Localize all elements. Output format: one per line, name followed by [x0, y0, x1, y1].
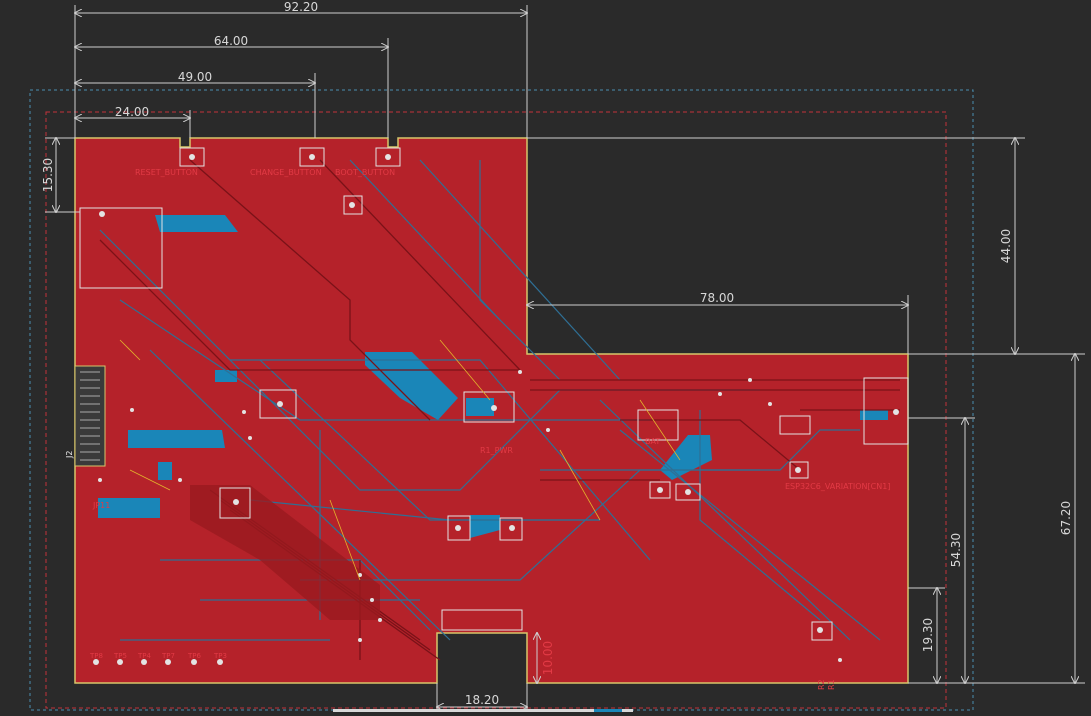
tp-5: TP3	[213, 652, 227, 660]
dim-width-18: 18.20	[465, 693, 499, 707]
dim-height-15: 15.30	[41, 158, 55, 192]
label-usb-connector: J2	[65, 451, 74, 459]
bottom-copper-zones	[98, 215, 888, 538]
tp-0: TP8	[89, 652, 103, 660]
test-point-labels: TP8 TP5 TP4 TP7 TP6 TP3	[89, 652, 227, 660]
ratsnest-lines	[119, 339, 681, 581]
tp-2: TP4	[137, 652, 151, 660]
dim-height-44: 44.00	[999, 229, 1013, 263]
label-r1-pwr: R1_PWR	[480, 446, 513, 455]
label-jumper: JP11	[92, 501, 110, 510]
dim-width-total: 92.20	[284, 0, 318, 14]
horizontal-scrollbar[interactable]	[333, 709, 633, 712]
label-variation: ESP32C6_VARIATION[CN1]	[785, 482, 890, 491]
dim-height-67: 67.20	[1059, 501, 1073, 535]
dim-width-49: 49.00	[178, 70, 212, 84]
label-r1: R1	[827, 679, 836, 690]
tp-1: TP5	[113, 652, 127, 660]
scrollbar-thumb[interactable]	[594, 709, 622, 712]
tp-4: TP6	[187, 652, 201, 660]
vias	[93, 154, 899, 665]
usb-connector-footprint[interactable]	[74, 365, 106, 467]
label-battery: BAT	[645, 437, 660, 446]
dim-width-64: 64.00	[214, 34, 248, 48]
dim-width-78: 78.00	[700, 291, 734, 305]
label-r2: R2	[817, 679, 826, 690]
label-reset-button: RESET_BUTTON	[135, 168, 198, 177]
ref-labels: RESET_BUTTON CHANGE_BUTTON BOOT_BUTTON J…	[92, 168, 890, 690]
dim-height-19: 19.30	[921, 618, 935, 652]
label-boot-button: BOOT_BUTTON	[335, 168, 395, 177]
dim-width-24: 24.00	[115, 105, 149, 119]
usb-connector-pins	[80, 371, 100, 461]
component-footprints	[79, 147, 909, 641]
dimension-lines	[45, 5, 1085, 712]
dim-height-10: 10.00	[541, 641, 555, 675]
tp-3: TP7	[161, 652, 175, 660]
label-change-button: CHANGE_BUTTON	[250, 168, 322, 177]
dimension-labels: 92.20 64.00 49.00 24.00 15.30 44.00 78.0…	[41, 0, 1073, 707]
top-copper-zone	[190, 485, 380, 620]
dim-height-54: 54.30	[949, 533, 963, 567]
